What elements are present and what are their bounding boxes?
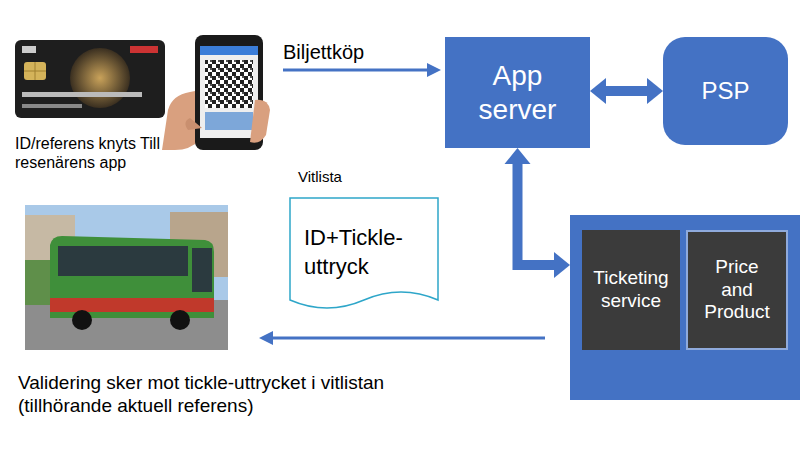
arrow-head <box>505 148 531 164</box>
arrow-body <box>518 163 556 265</box>
document-heading: Vitlista <box>298 168 342 185</box>
box-text: Price and Product <box>700 256 775 324</box>
bus-photo <box>25 205 228 350</box>
document-node: VitlistaID+Tickle-uttryck <box>288 166 440 326</box>
footnote: Validering sker mot tickle-uttrycket i v… <box>18 372 418 418</box>
psp-box: PSP <box>663 37 788 145</box>
arrow-body <box>605 86 648 96</box>
box-text: Ticketing service <box>586 267 676 313</box>
document-outline <box>290 198 438 308</box>
arrow-head <box>590 78 606 104</box>
phone-in-hand <box>162 35 270 150</box>
box-text: App server <box>463 59 573 126</box>
whitelist-arrow <box>259 331 545 345</box>
purchase-arrow <box>283 63 441 77</box>
document-text: ID+Tickle-uttryck <box>304 224 424 281</box>
arrow-head <box>647 78 663 104</box>
box-text: PSP <box>701 77 749 106</box>
block-arrow <box>590 78 663 104</box>
arrow-head <box>554 252 570 278</box>
arrow-label: Biljettköp <box>283 40 433 64</box>
product-box: Price and Product <box>686 230 788 350</box>
backend-panel: Ticketing service Price and Product <box>570 215 800 400</box>
block-arrow <box>505 148 571 278</box>
caption-note: ID/referens knyts Till resenärens app <box>15 134 167 172</box>
service-box: Ticketing service <box>582 230 680 350</box>
smart-card <box>15 40 165 118</box>
server-box: App server <box>445 37 590 148</box>
